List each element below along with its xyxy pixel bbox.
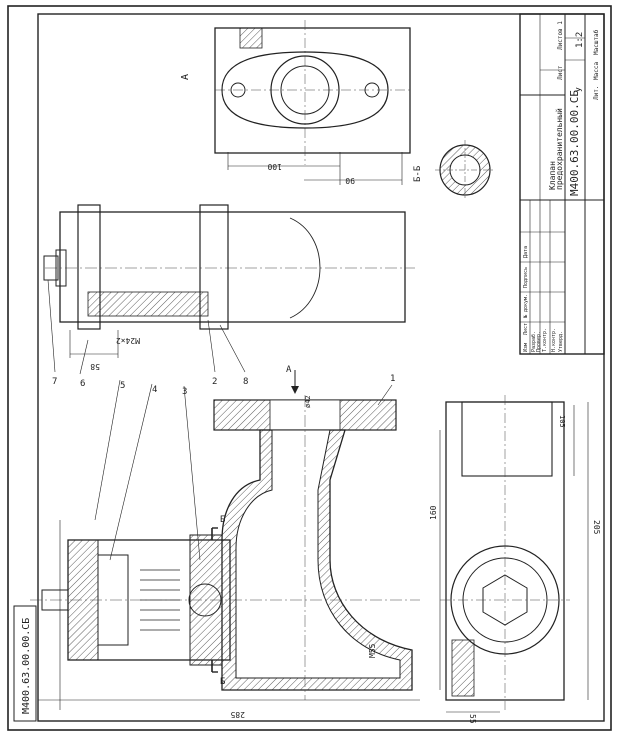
- sheet-count: Листов 1: [557, 21, 564, 50]
- letter-value: У: [575, 87, 584, 92]
- rev-sign: Подпись: [523, 267, 529, 288]
- leader-4: 4: [152, 385, 157, 395]
- sheet-small: Лист: [557, 65, 564, 80]
- arrow-a-label: А: [286, 365, 292, 375]
- dim-90: 90: [345, 176, 355, 185]
- section-b-b: Б-Б: [413, 140, 495, 200]
- leader-5: 5: [120, 381, 125, 391]
- dim-160: 160: [429, 505, 438, 520]
- rev-izm: Изм: [523, 343, 529, 352]
- thread-m24: М24×2: [116, 336, 140, 345]
- dim-d42: ø42: [304, 395, 312, 408]
- drawing-code: М400.63.00.00.СБ: [568, 90, 581, 196]
- dim-55: 55: [468, 714, 477, 724]
- cut-b-top: Б: [220, 515, 225, 525]
- outer-frame: [7, 5, 612, 731]
- side-view: 58 М24×2: [43, 204, 415, 371]
- header-scale: Масштаб: [593, 29, 600, 55]
- role-tkontr: Т.контр.: [542, 328, 548, 352]
- main-section-view: Б Б А ø42 М55 285 160: [30, 365, 441, 719]
- cut-b-bottom: Б: [220, 677, 225, 687]
- role-utv: Утверд.: [558, 331, 564, 352]
- title-line-1: Клапан: [548, 161, 557, 190]
- scale-value: 1:2: [575, 32, 585, 48]
- plan-view: 105 205 55: [440, 395, 601, 724]
- leader-6: 6: [80, 379, 85, 389]
- header-mass: Масса: [593, 62, 600, 80]
- leaders: 7 6 5 4 3 2 8 1: [47, 279, 395, 561]
- title-block: М400.63.00.00.СБ Клапан предохранительны…: [519, 13, 605, 355]
- view-a-label: А: [180, 74, 191, 80]
- title-line-2: предохранительный: [555, 108, 564, 190]
- dim-105: 105: [558, 415, 566, 428]
- leader-7: 7: [52, 377, 57, 387]
- rev-list: Лист: [523, 323, 529, 335]
- dim-285: 285: [230, 710, 245, 719]
- inner-frame: [37, 13, 605, 722]
- rev-doc: № докум.: [523, 294, 529, 318]
- role-razrab: Разраб.: [530, 331, 537, 352]
- side-drawing-code: М400.63.00.00.СБ: [21, 618, 32, 714]
- side-code-box: М400.63.00.00.СБ: [13, 605, 37, 722]
- leader-3: 3: [182, 387, 187, 397]
- header-lit: Лит.: [593, 86, 600, 100]
- view-a-flange: А 100 90: [180, 20, 411, 185]
- role-nkontr: Н.контр.: [551, 328, 557, 352]
- leader-1: 1: [390, 374, 395, 384]
- section-bb-label: Б-Б: [413, 166, 423, 182]
- leader-2: 2: [212, 377, 217, 387]
- rev-date: Дата: [523, 246, 529, 258]
- role-prov: Провер.: [536, 331, 542, 352]
- dim-58: 58: [90, 362, 100, 371]
- dim-100: 100: [267, 162, 282, 171]
- leader-8: 8: [243, 377, 248, 387]
- dim-205: 205: [592, 520, 601, 535]
- thread-m55: М55: [368, 643, 377, 658]
